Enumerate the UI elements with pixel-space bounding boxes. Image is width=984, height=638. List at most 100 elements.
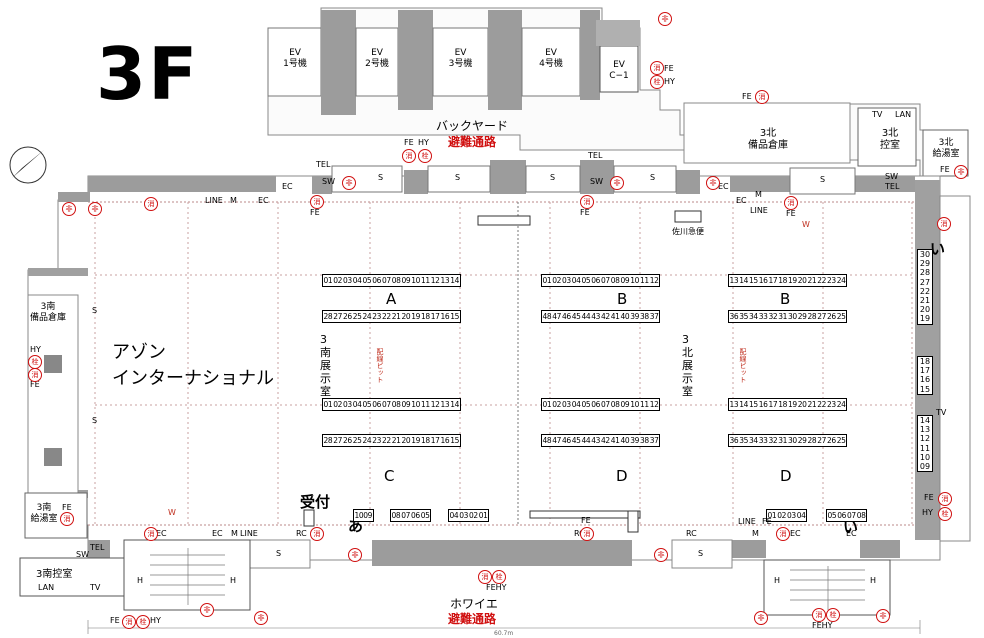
booth-number: 31 (778, 436, 787, 445)
ec-label-bottom-3: EC (790, 529, 801, 538)
zone-i-2: い (843, 518, 859, 536)
hy-label-left: HY (30, 345, 41, 354)
booth-number: 08 (391, 276, 401, 285)
booth-number: 37 (649, 312, 659, 321)
booth-number: 05 (362, 400, 372, 409)
booth-number: 10 (630, 276, 639, 285)
north-waiting-room (857, 107, 917, 167)
booth-number: 21 (391, 312, 401, 321)
north-hall-label: 3 北 展 示 室 (682, 333, 693, 398)
booth-number: 39 (630, 436, 639, 445)
hy-label-top-2: HY (418, 138, 429, 147)
backyard-label: バックヤード (436, 119, 509, 133)
s-label-bottom-1: S (276, 549, 282, 558)
booth-number: 07 (401, 511, 410, 520)
booth-number: 20 (401, 312, 411, 321)
fehy-label-bottom-2: FEHY (812, 621, 833, 630)
reception-label: 受付 (300, 493, 331, 511)
s-label-top-3: S (550, 173, 556, 182)
booth-number: 11 (421, 276, 430, 285)
booth-number: 17 (919, 366, 931, 376)
booth-number: 05 (581, 276, 591, 285)
booth-number: 14 (919, 416, 931, 425)
zone-d-1: D (616, 467, 628, 485)
ev-core-3 (488, 10, 522, 110)
booth-number: 15 (749, 276, 758, 285)
booth-number: 22 (382, 312, 391, 321)
hydrant-marker: 栓 (418, 149, 432, 163)
booth-number: 15 (450, 312, 459, 321)
m-label-top-2: M (755, 190, 762, 199)
north-kitchen-room (922, 129, 969, 177)
booth-number: 30 (788, 312, 797, 321)
ec-label-bottom-4: EC (846, 529, 857, 538)
fe-label-right: FE (924, 493, 934, 502)
booth-number: 11 (919, 443, 931, 453)
booth-number: 31 (778, 312, 787, 321)
evac-marker: 非 (658, 12, 672, 26)
booth-number: 15 (749, 400, 758, 409)
ec-label-top-1: EC (282, 182, 293, 191)
booth-number: 01 (767, 511, 777, 520)
booth-number: 06 (372, 400, 381, 409)
evac-marker: 非 (62, 202, 76, 216)
h-label-stair-3: H (774, 576, 781, 585)
fe-label-north-kitchen: FE (940, 165, 950, 174)
booth-number: 28 (807, 436, 817, 445)
w-label-top: W (802, 220, 810, 229)
sw-label-north: SW (885, 172, 898, 181)
booth-number: 35 (739, 312, 748, 321)
booth-number: 09 (401, 276, 411, 285)
booth-number: 26 (343, 312, 352, 321)
booth-number: 03 (343, 400, 352, 409)
s-label-bottom-2: S (698, 549, 704, 558)
h-label-stair-1: H (137, 576, 144, 585)
booth-number: 12 (649, 400, 659, 409)
south-kitchen-label: 3南給湯室 (30, 503, 58, 524)
booth-number: 05 (362, 276, 372, 285)
booth-number: 02 (552, 276, 561, 285)
evac-marker: 非 (876, 609, 890, 623)
booth-number: 07 (601, 276, 610, 285)
s-label-top-4: S (650, 173, 656, 182)
booth-number: 16 (919, 375, 931, 385)
booth-number: 09 (401, 400, 411, 409)
tel-label-north: TEL (885, 182, 900, 191)
booth-number: 23 (827, 276, 836, 285)
booth-number: 03 (562, 276, 571, 285)
booth-number: 04 (571, 276, 581, 285)
ec-label-bottom-1: EC (156, 529, 167, 538)
ev-c1-shaft (599, 45, 639, 93)
booth-number: 19 (411, 436, 420, 445)
booth-number: 46 (562, 436, 571, 445)
booth-number: 03 (459, 511, 468, 520)
ev-core-4 (580, 10, 600, 100)
ev-core-5 (596, 20, 640, 46)
booth-number: 48 (542, 436, 552, 445)
booth-number: 08 (391, 400, 401, 409)
booth-number: 13 (440, 400, 450, 409)
s-label-left-2: S (92, 416, 98, 425)
hy-label-ev: HY (664, 77, 675, 86)
booth-number: 45 (571, 436, 581, 445)
booth-number: 38 (640, 312, 649, 321)
booth-number: 28 (807, 312, 817, 321)
booth-number: 09 (620, 276, 630, 285)
booth-number: 30 (788, 436, 797, 445)
ev-core-1 (321, 10, 356, 115)
ev-core-2 (398, 10, 433, 110)
booth-number: 40 (620, 312, 630, 321)
booth-number: 23 (827, 400, 836, 409)
booth-number: 14 (450, 276, 459, 285)
hydrant-marker: 栓 (650, 75, 664, 89)
fe-label-top-3: FE (580, 208, 590, 217)
booth-number: 16 (758, 276, 768, 285)
extinguisher-marker: 消 (28, 368, 42, 382)
ec-label-top-2: EC (718, 182, 729, 191)
